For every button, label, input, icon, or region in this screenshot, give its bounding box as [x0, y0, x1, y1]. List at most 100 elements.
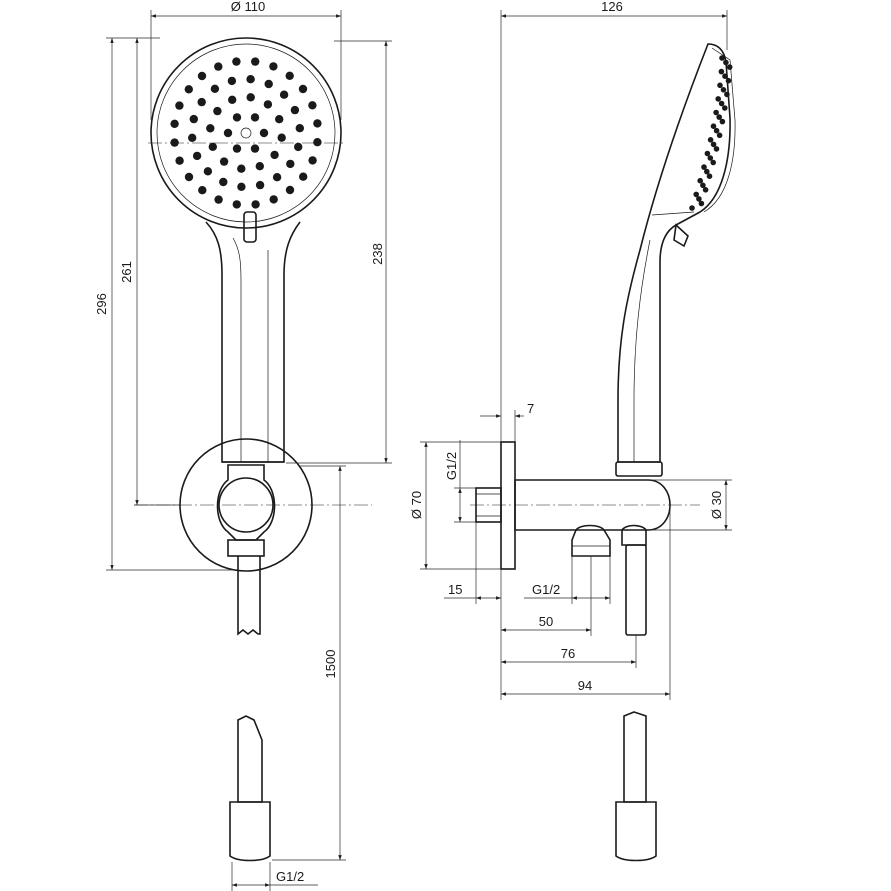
- spray-hole: [210, 84, 220, 94]
- dim-thread-bottom: G1/2: [276, 869, 304, 884]
- spray-hole: [264, 79, 273, 89]
- spray-hole: [250, 144, 260, 153]
- side-handle-collar: [615, 461, 663, 477]
- side-spray-hole: [723, 59, 729, 66]
- spray-hole: [170, 119, 179, 128]
- spray-hole: [263, 100, 273, 109]
- spray-hole: [175, 101, 184, 110]
- spray-hole: [203, 167, 213, 176]
- side-spray-hole: [689, 205, 695, 211]
- dim-length-261: 261: [119, 261, 134, 283]
- side-spray-hole: [724, 91, 730, 98]
- spray-hole: [251, 200, 260, 209]
- dim-plate-thickness: 7: [527, 401, 534, 416]
- spray-hole: [259, 128, 269, 138]
- spray-holes: [170, 57, 322, 209]
- spray-hole: [232, 113, 242, 122]
- side-head-face: [703, 47, 736, 213]
- front-view: [134, 37, 372, 862]
- shower-head-outline: [150, 37, 342, 229]
- side-spray-hole: [700, 182, 706, 189]
- side-spray-hole: [718, 68, 725, 75]
- side-hose-segment: [625, 544, 647, 636]
- handle-outline: [205, 221, 301, 463]
- side-spray-hole: [713, 109, 719, 116]
- side-spray-hole: [710, 159, 716, 166]
- spray-hole: [255, 180, 265, 190]
- side-spray-hole: [718, 100, 725, 107]
- dim-hose-length: 1500: [323, 650, 338, 679]
- side-spray-hole: [726, 64, 733, 70]
- spray-hole: [237, 164, 246, 173]
- spray-hole: [184, 85, 193, 94]
- spray-hole: [208, 142, 217, 151]
- spray-hole: [184, 172, 194, 182]
- spray-hole: [294, 142, 303, 152]
- side-spray-hole: [710, 123, 717, 129]
- side-spray-hole: [707, 155, 714, 161]
- side-spray-hole: [713, 127, 720, 134]
- spray-hole: [227, 76, 237, 86]
- side-spray-hole: [698, 200, 705, 207]
- spray-hole: [255, 162, 264, 171]
- spray-hole: [170, 138, 179, 147]
- spray-hole: [232, 200, 241, 209]
- dim-thread-inlet: G1/2: [444, 452, 459, 480]
- center-nozzle: [240, 127, 252, 139]
- side-hose-end-fitting: [615, 801, 657, 862]
- side-spray-hole: [704, 150, 711, 157]
- side-view: [470, 43, 736, 862]
- side-spray-hole: [722, 105, 728, 111]
- spray-hole: [228, 95, 237, 105]
- side-head-seam: [651, 211, 695, 216]
- side-spray-hole: [719, 118, 726, 125]
- side-head-outline: [617, 43, 731, 463]
- spray-hole: [285, 185, 295, 195]
- spray-hole: [298, 84, 308, 94]
- side-spray-hole: [716, 132, 723, 139]
- spray-hole: [213, 106, 222, 116]
- dim-elbow-diameter: Ø 30: [709, 491, 724, 519]
- spray-hole: [206, 124, 215, 133]
- side-lever: [673, 223, 689, 248]
- spray-hole: [219, 177, 228, 187]
- spray-hole: [192, 151, 202, 161]
- spray-hole: [246, 75, 255, 84]
- side-handle-inner: [633, 239, 651, 462]
- side-spray-hole: [715, 96, 721, 102]
- handle-inner-line: [232, 237, 242, 462]
- side-spray-hole: [702, 187, 709, 193]
- spray-hole: [189, 114, 198, 124]
- spray-hole: [269, 195, 278, 204]
- spray-hole: [237, 182, 246, 191]
- mode-lever: [243, 211, 257, 243]
- spray-hole: [279, 90, 289, 99]
- side-spray-hole: [725, 77, 732, 84]
- side-spray-hole: [719, 55, 725, 61]
- dim-dist-50: 50: [539, 614, 553, 629]
- side-spray-hole: [722, 73, 728, 79]
- side-spray-hole: [717, 82, 723, 89]
- side-spray-hole: [710, 141, 717, 148]
- side-spray-hole: [697, 177, 703, 184]
- spray-hole: [198, 186, 207, 195]
- spray-hole: [308, 156, 317, 165]
- spray-hole: [275, 115, 284, 124]
- dim-dist-76: 76: [561, 646, 575, 661]
- spray-hole: [232, 57, 241, 66]
- bracket-holder: [216, 464, 276, 541]
- dim-dist-94: 94: [578, 678, 592, 693]
- spray-hole: [285, 71, 294, 81]
- spray-hole: [286, 159, 295, 169]
- spray-hole: [223, 128, 233, 138]
- spray-hole: [308, 101, 317, 110]
- spray-hole: [299, 172, 308, 181]
- side-spray-holes: [689, 55, 733, 211]
- dim-length-296: 296: [94, 293, 109, 315]
- spray-hole: [197, 71, 207, 81]
- spray-hole: [219, 157, 229, 166]
- side-spray-hole: [696, 196, 702, 202]
- front-dimensions: Ø 110 296 261 238 1500 G1/2: [94, 0, 392, 891]
- spray-hole: [269, 62, 278, 71]
